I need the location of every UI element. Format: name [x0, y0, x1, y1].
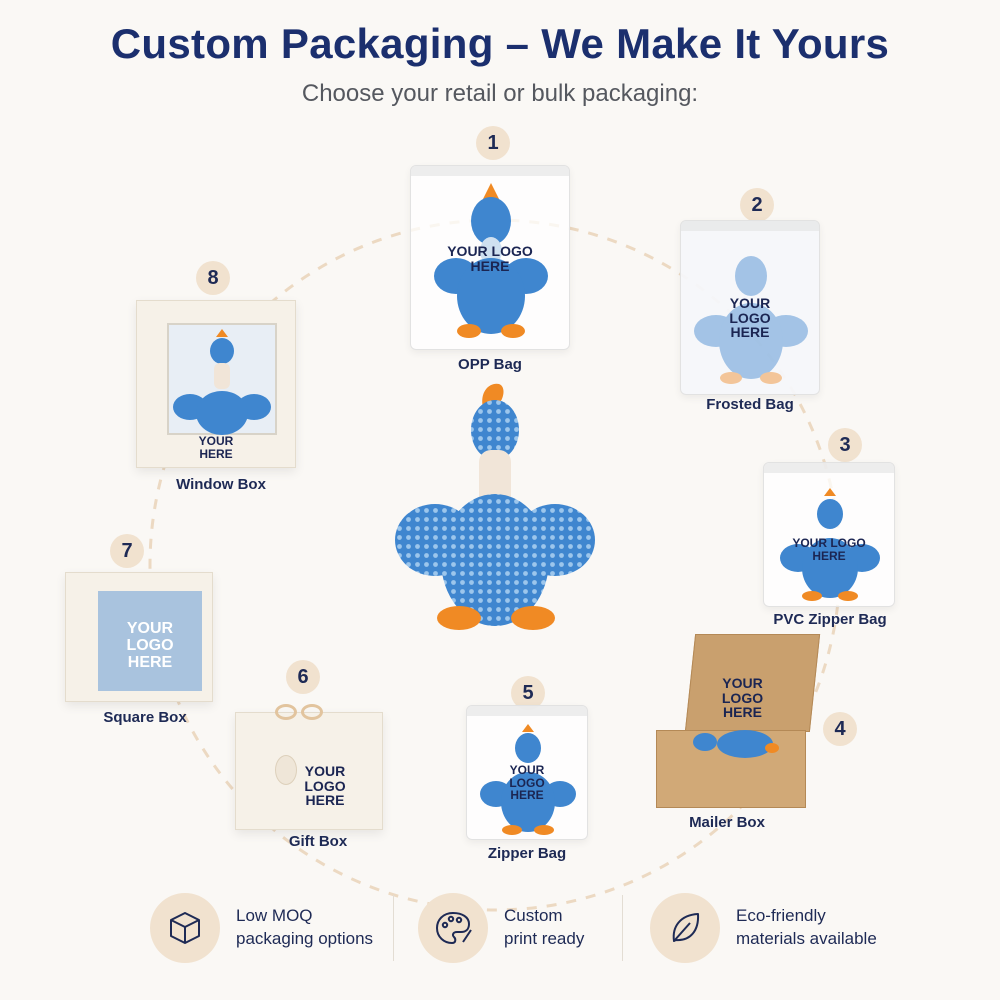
feature-eco-line1: Eco-friendly	[736, 906, 826, 926]
logo-placeholder: YOUR LOGO HERE	[660, 676, 825, 720]
logo-line-2: LOGO	[304, 777, 346, 794]
logo-line-1: YOUR LOGO	[447, 243, 533, 259]
feature-eco-friendly: Eco-friendly materials available	[650, 888, 877, 968]
bag-seal	[764, 463, 894, 473]
badge-6: 6	[286, 660, 320, 694]
logo-placeholder: YOUR LOGO HERE	[467, 764, 587, 802]
logo-line-2: LOGO	[126, 636, 174, 654]
label-square-box: Square Box	[103, 709, 187, 726]
logo-placeholder: YOUR LOGO HERE	[265, 764, 385, 808]
duck-toy-image	[693, 730, 779, 758]
logo-line-2: LOGO	[721, 689, 764, 706]
duck-toy-image	[780, 488, 880, 601]
logo-line-3: HERE	[127, 653, 173, 671]
bag-seal	[681, 221, 819, 231]
gift-box[interactable]: YOUR LOGO HERE	[235, 700, 385, 830]
logo-line-3: HERE	[730, 324, 770, 341]
label-frosted-bag: Frosted Bag	[706, 396, 794, 413]
badge-4: 4	[823, 712, 857, 746]
logo-placeholder: YOUR LOGO HERE	[681, 296, 819, 340]
label-gift-box: Gift Box	[288, 833, 348, 850]
logo-placeholder: YOUR LOGO HERE	[764, 537, 894, 562]
square-box[interactable]: YOUR LOGO HERE	[65, 572, 213, 702]
logo-line-2: LOGO	[729, 309, 771, 326]
logo-line-1: YOUR	[509, 763, 545, 777]
palette-icon	[418, 893, 488, 963]
label-pvc-zipper-bag: PVC Zipper Bag	[773, 611, 887, 628]
gift-box-ribbon	[275, 700, 325, 728]
feature-low-moq-line1: Low MOQ	[236, 906, 313, 926]
label-opp-bag: OPP Bag	[458, 356, 522, 373]
gift-tag	[275, 755, 297, 785]
badge-5: 5	[511, 676, 545, 710]
badge-2: 2	[740, 188, 774, 222]
logo-line-3: HERE	[510, 788, 544, 803]
logo-line-2: LOGO	[509, 775, 545, 790]
label-window-box: Window Box	[176, 476, 266, 493]
feature-low-moq: Low MOQ packaging options	[150, 888, 373, 968]
feature-custom-print-line2: print ready	[504, 929, 585, 948]
badge-3: 3	[828, 428, 862, 462]
box-icon	[150, 893, 220, 963]
logo-line-1: YOUR	[722, 675, 763, 691]
frosted-bag[interactable]: YOUR LOGO HERE	[680, 220, 820, 395]
pvc-zipper-bag[interactable]: YOUR LOGO HERE	[763, 462, 895, 607]
logo-line-3: HERE	[723, 704, 762, 721]
logo-placeholder: YOUR HERE	[137, 435, 295, 460]
logo-line-2: HERE	[470, 257, 510, 274]
zipper-bag[interactable]: YOUR LOGO HERE	[466, 705, 588, 840]
feature-divider	[393, 895, 394, 961]
logo-line-3: HERE	[305, 792, 345, 809]
bag-seal	[411, 166, 569, 176]
page-title: Custom Packaging – We Make It Yours	[110, 20, 890, 67]
page-subtitle: Choose your retail or bulk packaging:	[301, 80, 699, 107]
leaf-icon	[650, 893, 720, 963]
feature-custom-print: Custom print ready	[418, 888, 584, 968]
logo-placeholder: YOUR LOGO HERE	[411, 244, 569, 273]
label-mailer-box: Mailer Box	[689, 814, 765, 831]
window-box[interactable]: YOUR HERE	[136, 300, 296, 468]
bag-seal	[467, 706, 587, 716]
label-zipper-bag: Zipper Bag	[487, 845, 567, 862]
logo-line-2: HERE	[199, 446, 233, 461]
logo-line-1: YOUR LOGO	[792, 536, 866, 550]
feature-eco-line2: materials available	[736, 929, 877, 948]
logo-placeholder: YOUR LOGO HERE	[98, 620, 202, 671]
center-duck-toy	[395, 383, 595, 630]
badge-7: 7	[110, 534, 144, 568]
logo-line-1: YOUR	[729, 295, 771, 311]
duck-toy-image	[434, 183, 548, 338]
opp-bag[interactable]: YOUR LOGO HERE	[410, 165, 570, 350]
feature-divider	[622, 895, 623, 961]
logo-line-2: HERE	[812, 548, 846, 563]
feature-custom-print-line1: Custom	[504, 906, 563, 926]
logo-line-1: YOUR	[126, 620, 174, 637]
square-box-panel	[98, 591, 202, 691]
badge-8: 8	[196, 261, 230, 295]
duck-toy-image	[480, 724, 576, 835]
logo-line-1: YOUR	[198, 434, 234, 448]
duck-toy-image	[173, 329, 271, 435]
logo-line-1: YOUR	[304, 763, 346, 779]
gift-box-body	[235, 712, 383, 830]
duck-toy-image	[694, 256, 808, 384]
mailer-box[interactable]: YOUR LOGO HERE	[650, 630, 825, 810]
feature-low-moq-line2: packaging options	[236, 929, 374, 948]
badge-1: 1	[476, 126, 510, 160]
